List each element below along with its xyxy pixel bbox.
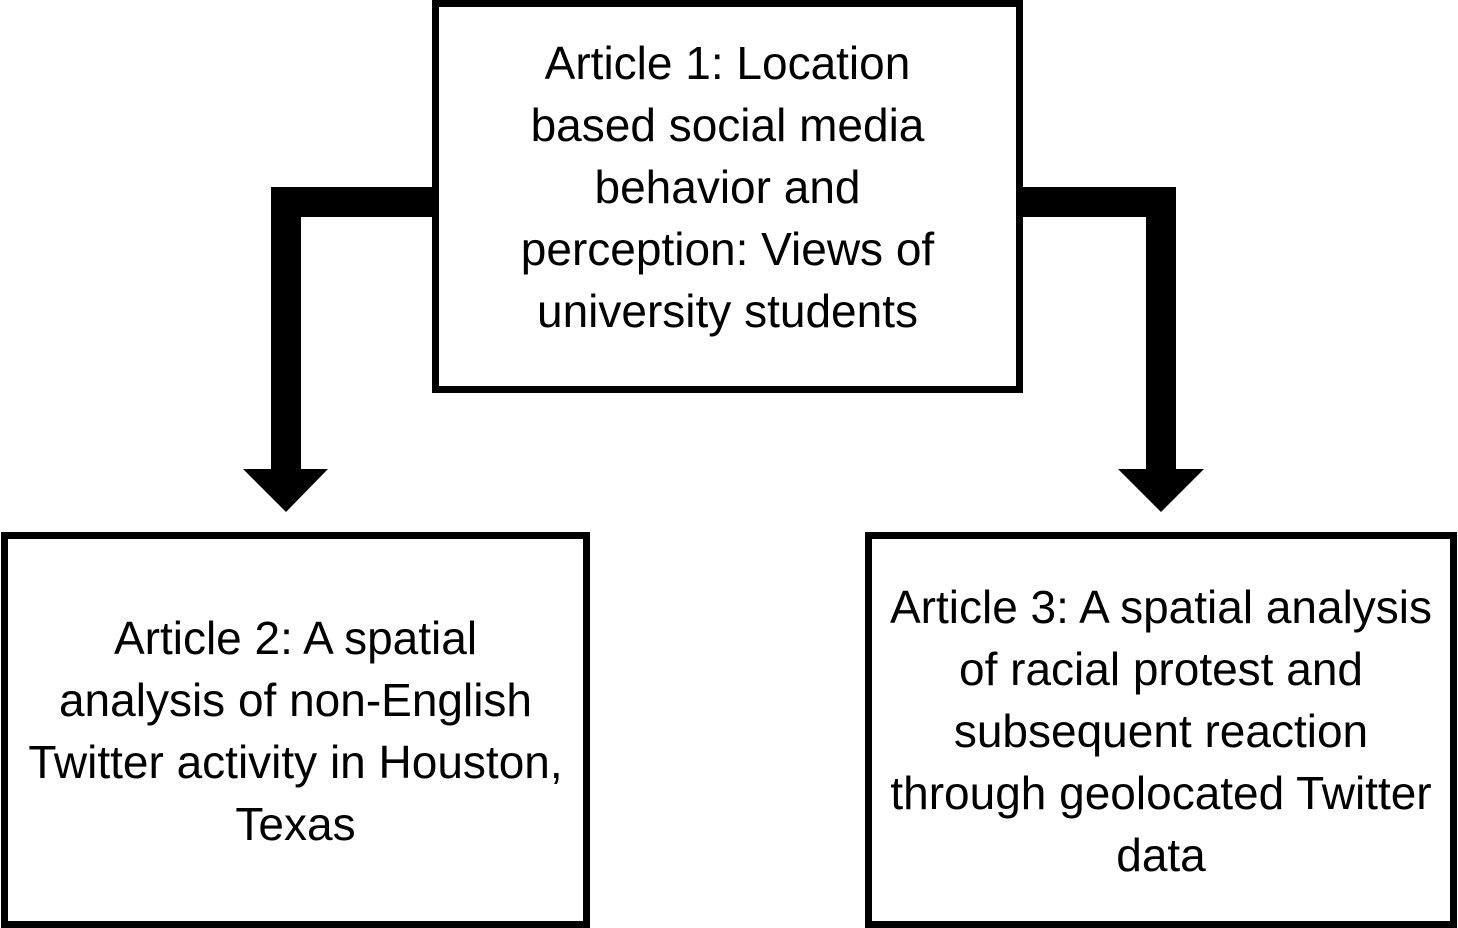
article-1-box: Article 1: Location based social media b… (432, 0, 1023, 393)
connector-line-left (271, 187, 436, 472)
article-3-label: Article 3: A spatial analysis of racial … (889, 581, 1433, 881)
arrowhead-left (243, 469, 328, 512)
article-1-label: Article 1: Location based social media b… (520, 36, 935, 337)
arrow-article1-to-article3 (1019, 187, 1204, 512)
connector-line-right (1019, 187, 1176, 472)
article-2-box: Article 2: A spatial analysis of non-Eng… (1, 532, 590, 928)
arrowhead-right (1118, 469, 1204, 512)
article-2-label: Article 2: A spatial analysis of non-Eng… (28, 612, 563, 850)
arrow-article1-to-article2 (243, 187, 436, 512)
article-3-box: Article 3: A spatial analysis of racial … (865, 532, 1457, 928)
